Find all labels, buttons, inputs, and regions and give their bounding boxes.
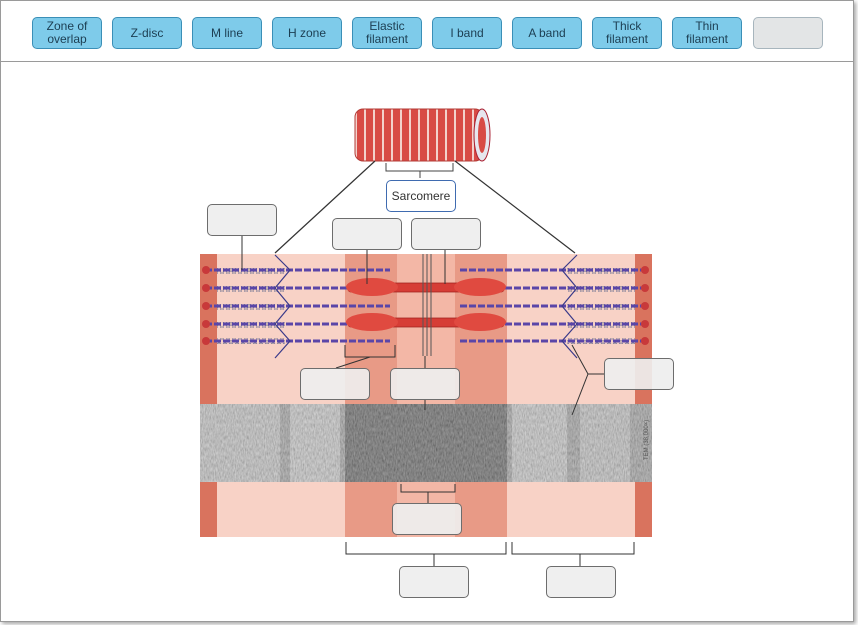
label-chip-z-disc[interactable]: Z-disc [112,17,182,49]
label-chip-m-line[interactable]: M line [192,17,262,49]
chip-text: H zone [287,25,327,40]
drop-target-5[interactable] [390,368,460,400]
drop-target-2[interactable] [332,218,402,250]
drop-target-4[interactable] [300,368,370,400]
label-chip-h-zone[interactable]: H zone [272,17,342,49]
electron-micrograph: TEM (38,000×) [200,404,652,482]
drop-target-9[interactable] [546,566,616,598]
filament-lattice [202,254,649,359]
drop-target-6[interactable] [604,358,674,390]
chip-text: I band [450,25,484,40]
chip-text: Zone of overlap [46,19,88,46]
drop-target-3[interactable] [411,218,481,250]
leader-lines [241,236,635,566]
label-bank: Zone of overlap Z-disc M line H zone Ela… [1,1,853,62]
chip-text: Thin filament [685,19,729,46]
chip-text: M line [210,25,243,40]
label-chip-thick-filament[interactable]: Thick filament [592,17,662,49]
label-chip-empty[interactable] [753,17,823,49]
micrograph-caption: TEM (38,000×) [644,420,650,460]
label-chip-a-band[interactable]: A band [512,17,582,49]
chip-text: A band [528,25,566,40]
sarcomere-label: Sarcomere [386,180,456,212]
label-chip-zone-of-overlap[interactable]: Zone of overlap [32,17,102,49]
label-chip-i-band[interactable]: I band [432,17,502,49]
chip-text: Z-disc [130,25,164,40]
label-chip-elastic-filament[interactable]: Elastic filament [352,17,422,49]
drop-target-7[interactable] [392,503,462,535]
drop-target-8[interactable] [399,566,469,598]
drop-target-1[interactable] [207,204,277,236]
chip-text: Elastic filament [365,19,409,46]
myofibril-illustration [354,108,491,162]
chip-text: Thick filament [605,19,649,46]
label-chip-thin-filament[interactable]: Thin filament [672,17,742,49]
